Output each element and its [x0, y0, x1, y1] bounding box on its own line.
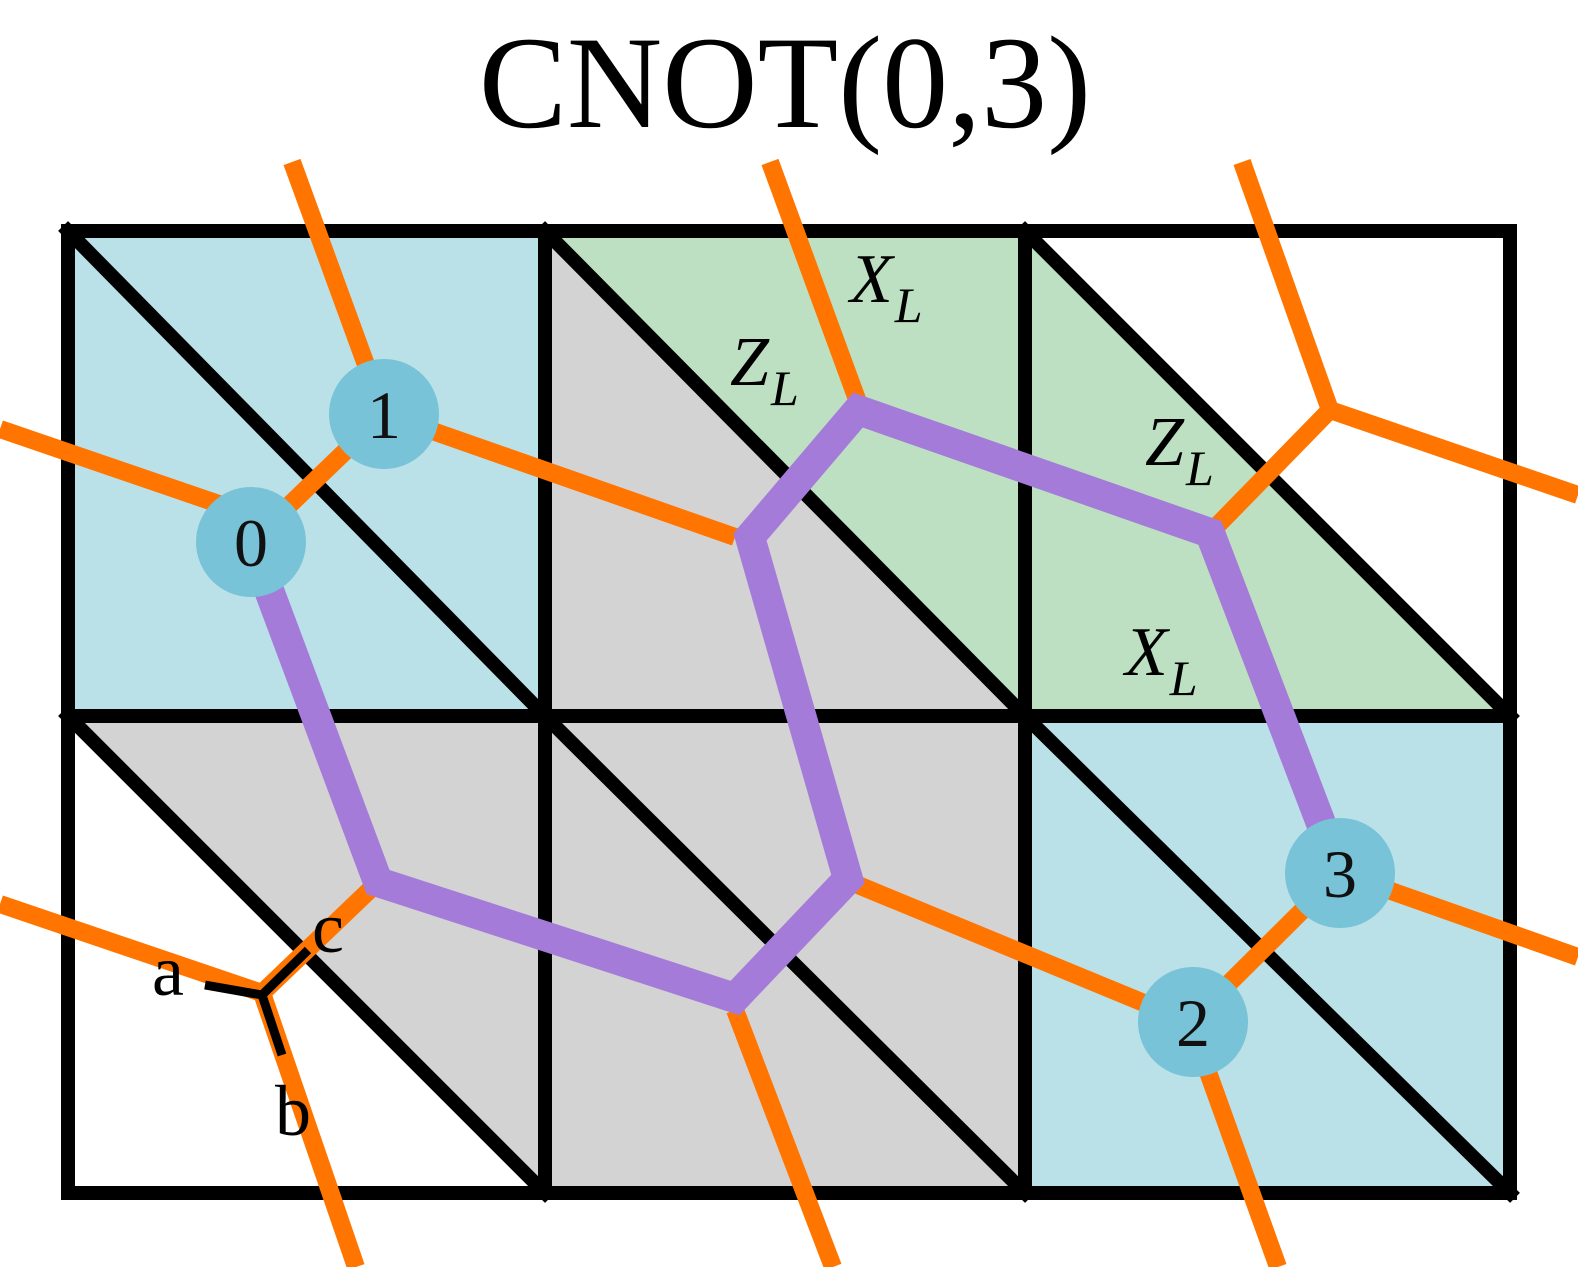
connector-c	[258, 946, 312, 999]
logical-operator-x-bottom: XL	[1122, 614, 1198, 706]
honeycomb-edge	[854, 876, 1194, 1031]
edge-label-a: a	[152, 931, 184, 1011]
connector-b	[257, 993, 287, 1057]
diagram-title: CNOT(0,3)	[479, 9, 1091, 156]
edge-label-c: c	[312, 888, 344, 968]
qubit-circle	[1138, 967, 1248, 1077]
operator-symbol: Z	[730, 324, 770, 401]
qubit-label: 0	[234, 505, 268, 581]
qubit-circle	[1285, 818, 1395, 928]
operator-symbol: Z	[1145, 404, 1185, 481]
qubit-node-1: 1	[329, 359, 439, 469]
qubit-node-3: 3	[1285, 818, 1395, 928]
operator-symbol: X	[847, 241, 896, 318]
honeycomb-edge	[1327, 401, 1578, 504]
grid-diagonal-1	[58, 221, 555, 726]
honeycomb-edge	[1203, 403, 1337, 540]
connector-a	[204, 980, 263, 1000]
edge-label-b: b	[275, 1071, 311, 1151]
logical-operator-z-right: ZL	[1145, 404, 1214, 496]
qubit-label: 2	[1176, 985, 1210, 1061]
operator-subscript: L	[1185, 440, 1214, 496]
honeycomb-edge	[761, 158, 867, 406]
qubit-node-2: 2	[1138, 967, 1248, 1077]
honeycomb-edge	[0, 420, 254, 524]
logical-operator-loop	[236, 392, 1355, 1016]
operator-symbol: X	[1122, 614, 1171, 691]
qubit-circle	[329, 359, 439, 469]
edge-connector	[204, 946, 312, 1057]
logical-operator-x-top: XL	[847, 241, 923, 333]
qubit-node-0: 0	[196, 487, 306, 597]
logical-operator-z-left: ZL	[730, 324, 799, 416]
qubit-label: 3	[1323, 836, 1357, 912]
honeycomb-edge	[726, 1006, 842, 1267]
operator-subscript: L	[770, 360, 799, 416]
honeycomb-edge	[0, 895, 265, 1002]
qubit-circle	[196, 487, 306, 597]
qubit-label: 1	[367, 377, 401, 453]
operator-subscript: L	[1169, 650, 1198, 706]
honeycomb-edge	[1233, 158, 1339, 414]
operator-subscript: L	[894, 277, 923, 333]
honeycomb-edge	[381, 405, 738, 546]
